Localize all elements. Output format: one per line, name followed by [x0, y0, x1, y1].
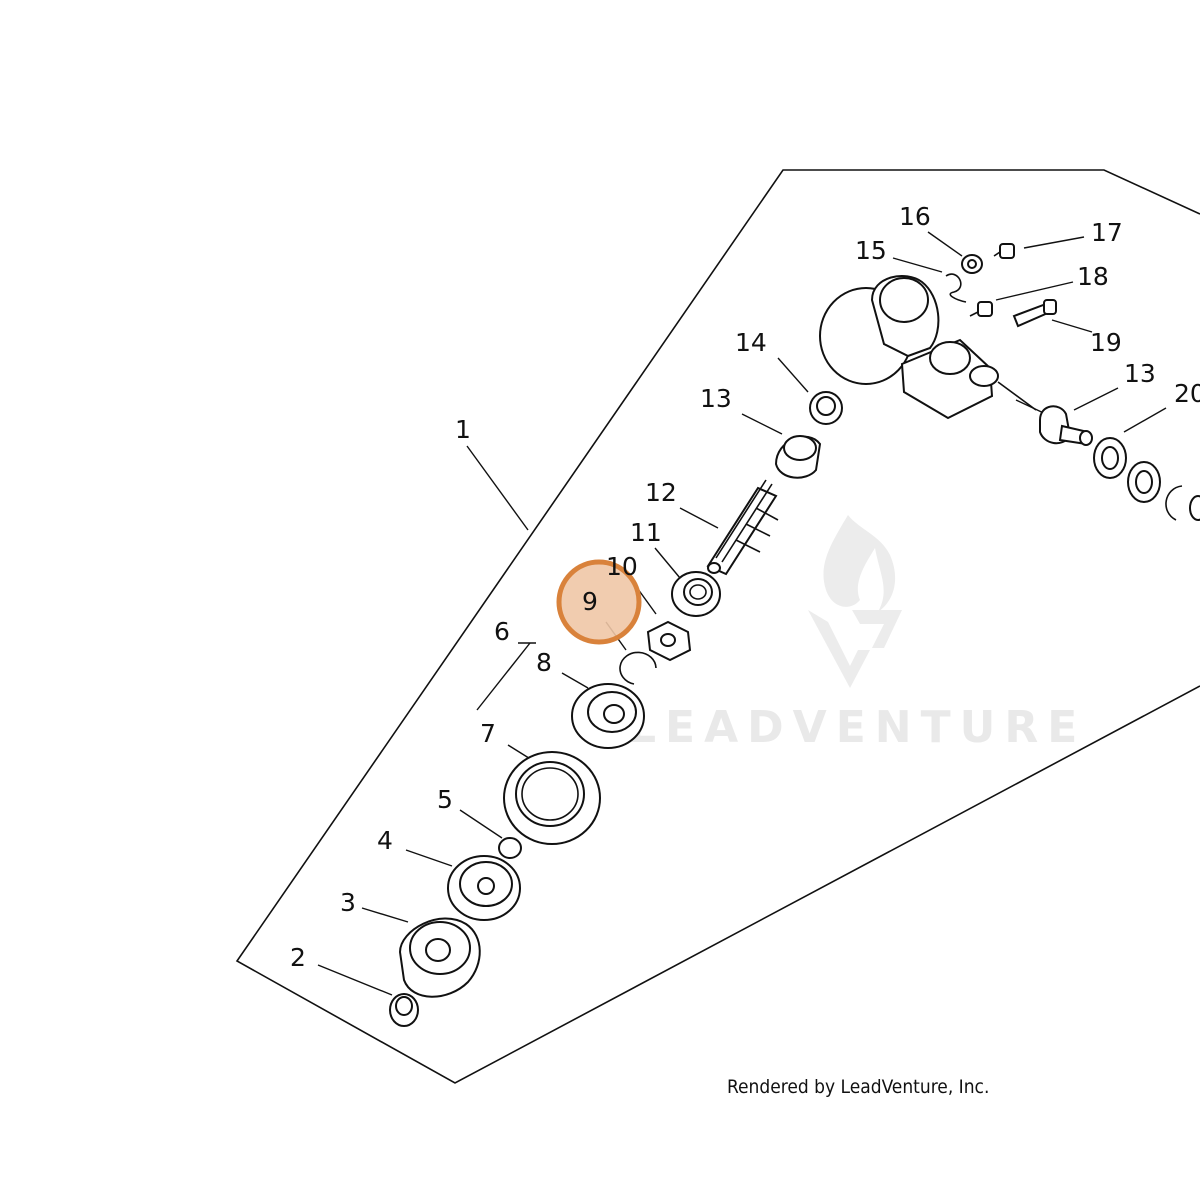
- part-13-pinion-gear: [1039, 405, 1093, 446]
- callout-3[interactable]: 3: [340, 888, 356, 917]
- callout-2[interactable]: 2: [290, 943, 306, 972]
- callout-6[interactable]: 6: [494, 617, 510, 646]
- part-8-retainer: [571, 683, 645, 749]
- highlight-marker[interactable]: [556, 559, 642, 645]
- part-13-bevel-gear-upper: [774, 435, 822, 479]
- part-bearing-right-1: [1093, 437, 1127, 479]
- part-15-clip: [945, 273, 967, 303]
- credit-text: Rendered by LeadVenture, Inc.: [727, 1076, 989, 1098]
- part-9-snap-ring: [619, 651, 657, 685]
- callout-14[interactable]: 14: [735, 328, 767, 357]
- callout-5[interactable]: 5: [437, 785, 453, 814]
- part-2-nut: [389, 993, 419, 1027]
- part-14-bearing: [809, 391, 843, 425]
- part-11-bearing: [671, 571, 721, 617]
- part-12-spindle-shaft: [706, 479, 779, 576]
- callout-12[interactable]: 12: [645, 478, 677, 507]
- part-10-washer: [646, 620, 692, 662]
- callout-20[interactable]: 20: [1174, 379, 1200, 408]
- part-18-bolt: [969, 301, 993, 317]
- watermark-logo: [808, 515, 902, 688]
- callout-15[interactable]: 15: [855, 236, 887, 265]
- callout-labels: 1 2 3 4 5 6 7 8 9 10 11 12 13 13 14 15 1…: [290, 202, 1200, 972]
- part-edge-cut: [1189, 495, 1200, 521]
- callout-13-upper[interactable]: 13: [700, 384, 732, 413]
- part-snap-ring-right: [1165, 485, 1183, 521]
- callout-7[interactable]: 7: [480, 719, 496, 748]
- part-bearing-right-2: [1127, 461, 1161, 503]
- part-16-washer: [961, 254, 983, 274]
- part-7-oil-seal: [503, 751, 601, 845]
- callout-17[interactable]: 17: [1091, 218, 1123, 247]
- part-17-bolt: [993, 243, 1015, 259]
- part-3-cup-washer: [398, 917, 481, 998]
- watermark-text: LEADVENTURE: [628, 702, 1086, 753]
- callout-8[interactable]: 8: [536, 648, 552, 677]
- part-5-o-ring: [498, 837, 522, 859]
- part-4-holder: [447, 855, 521, 921]
- callout-19[interactable]: 19: [1090, 328, 1122, 357]
- callout-9[interactable]: 9: [582, 587, 598, 616]
- callout-1[interactable]: 1: [455, 415, 471, 444]
- gear-case-housing: [819, 275, 1037, 420]
- callout-18[interactable]: 18: [1077, 262, 1109, 291]
- callout-11[interactable]: 11: [630, 518, 662, 547]
- callout-16[interactable]: 16: [899, 202, 931, 231]
- callout-13-right[interactable]: 13: [1124, 359, 1156, 388]
- callout-4[interactable]: 4: [377, 826, 393, 855]
- group-boundary: [235, 169, 1200, 1084]
- callout-10[interactable]: 10: [606, 552, 638, 581]
- part-19-bolt: [1012, 299, 1057, 328]
